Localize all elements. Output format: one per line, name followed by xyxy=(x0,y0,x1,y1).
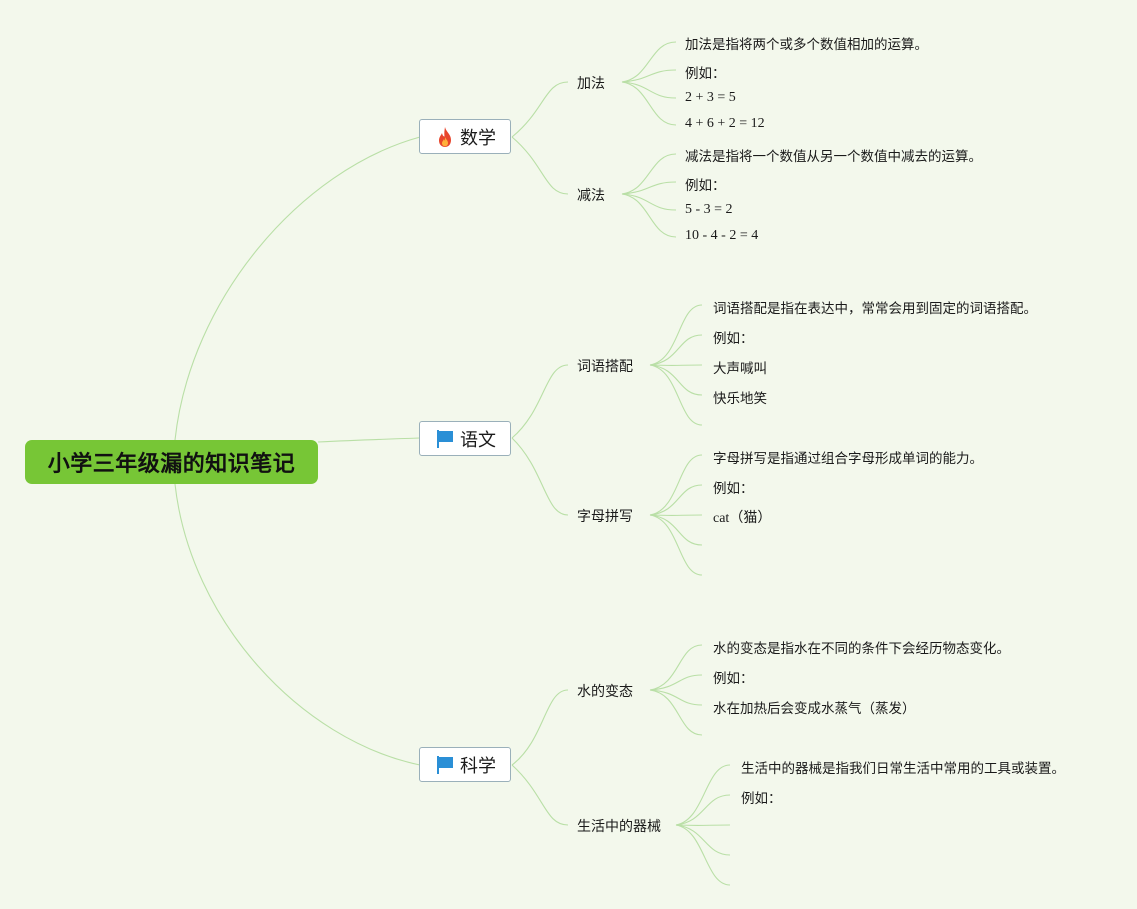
link-tools-leaf-5 xyxy=(675,824,731,886)
link-col-leaf-2 xyxy=(649,334,703,366)
link-chinese-collocation xyxy=(511,364,569,439)
link-water-leaf-1 xyxy=(649,644,703,691)
link-spell-leaf-5 xyxy=(649,514,703,576)
leaf-collocation-item-2[interactable]: 快乐地笑 xyxy=(713,391,767,407)
link-science-water xyxy=(511,689,569,766)
leaf-subtraction-example[interactable]: 例如： xyxy=(685,178,726,194)
link-add-leaf-4 xyxy=(621,81,677,126)
leaf-spelling-example[interactable]: 例如： xyxy=(713,481,754,497)
branch-math-label: 数学 xyxy=(460,127,496,149)
link-tools-leaf-2 xyxy=(675,794,731,826)
leaf-spelling-item-1[interactable]: cat（猫） xyxy=(713,511,772,526)
blue-flag-icon xyxy=(434,754,456,776)
leaf-tools-example[interactable]: 例如： xyxy=(741,791,782,807)
subtopic-addition[interactable]: 加法 xyxy=(577,76,605,92)
leaf-addition-eq-1[interactable]: 2 + 3 = 5 xyxy=(685,90,736,105)
link-root-math xyxy=(174,136,421,441)
link-col-leaf-4 xyxy=(649,364,703,396)
leaf-water-definition[interactable]: 水的变态是指水在不同的条件下会经历物态变化。 xyxy=(713,641,1010,657)
branch-science[interactable]: 科学 xyxy=(419,747,511,782)
subtopic-tools[interactable]: 生活中的器械 xyxy=(577,819,661,835)
leaf-subtraction-eq-2[interactable]: 10 - 4 - 2 = 4 xyxy=(685,228,759,243)
leaf-addition-eq-2[interactable]: 4 + 6 + 2 = 12 xyxy=(685,116,765,131)
link-col-leaf-1 xyxy=(649,304,703,366)
leaf-collocation-definition[interactable]: 词语搭配是指在表达中，常常会用到固定的词语搭配。 xyxy=(713,301,1037,317)
link-sub-leaf-4 xyxy=(621,193,677,238)
fire-icon xyxy=(434,126,456,148)
root-title: 小学三年级漏的知识笔记 xyxy=(47,452,296,477)
leaf-water-example[interactable]: 例如： xyxy=(713,671,754,687)
link-chinese-spelling xyxy=(511,437,569,516)
link-sub-leaf-3 xyxy=(621,193,677,211)
link-root-chinese xyxy=(317,437,421,443)
leaf-addition-definition[interactable]: 加法是指将两个或多个数值相加的运算。 xyxy=(685,37,928,53)
leaf-tools-definition[interactable]: 生活中的器械是指我们日常生活中常用的工具或装置。 xyxy=(741,761,1065,777)
root-topic[interactable]: 小学三年级漏的知识笔记 xyxy=(25,440,318,484)
leaf-subtraction-definition[interactable]: 减法是指将一个数值从另一个数值中减去的运算。 xyxy=(685,149,982,165)
link-tools-leaf-4 xyxy=(675,824,731,856)
subtopic-collocation[interactable]: 词语搭配 xyxy=(577,359,633,375)
subtopic-subtraction[interactable]: 减法 xyxy=(577,188,605,204)
link-root-science xyxy=(174,483,421,766)
leaf-collocation-example[interactable]: 例如： xyxy=(713,331,754,347)
branch-science-label: 科学 xyxy=(460,755,496,777)
branch-math[interactable]: 数学 xyxy=(419,119,511,154)
link-water-leaf-3 xyxy=(649,689,703,706)
leaf-spelling-definition[interactable]: 字母拼写是指通过组合字母形成单词的能力。 xyxy=(713,451,983,467)
link-spell-leaf-2 xyxy=(649,484,703,516)
link-spell-leaf-4 xyxy=(649,514,703,546)
link-tools-leaf-1 xyxy=(675,764,731,826)
link-sub-leaf-1 xyxy=(621,153,677,195)
link-add-leaf-1 xyxy=(621,41,677,83)
link-science-tools xyxy=(511,764,569,826)
subtopic-water[interactable]: 水的变态 xyxy=(577,684,633,700)
link-math-subtraction xyxy=(511,136,569,195)
link-math-addition xyxy=(511,81,569,138)
branch-chinese-label: 语文 xyxy=(460,429,496,451)
link-spell-leaf-1 xyxy=(649,454,703,516)
link-water-leaf-4 xyxy=(649,689,703,736)
leaf-addition-example[interactable]: 例如： xyxy=(685,66,726,82)
subtopic-spelling[interactable]: 字母拼写 xyxy=(577,509,633,525)
link-water-leaf-2 xyxy=(649,674,703,691)
leaf-water-item-1[interactable]: 水在加热后会变成水蒸气（蒸发） xyxy=(713,701,916,717)
branch-chinese[interactable]: 语文 xyxy=(419,421,511,456)
link-sub-leaf-2 xyxy=(621,181,677,195)
blue-flag-icon xyxy=(434,428,456,450)
leaf-collocation-item-1[interactable]: 大声喊叫 xyxy=(713,361,767,377)
link-add-leaf-3 xyxy=(621,81,677,99)
leaf-subtraction-eq-1[interactable]: 5 - 3 = 2 xyxy=(685,202,733,217)
link-col-leaf-5 xyxy=(649,364,703,426)
link-add-leaf-2 xyxy=(621,69,677,83)
